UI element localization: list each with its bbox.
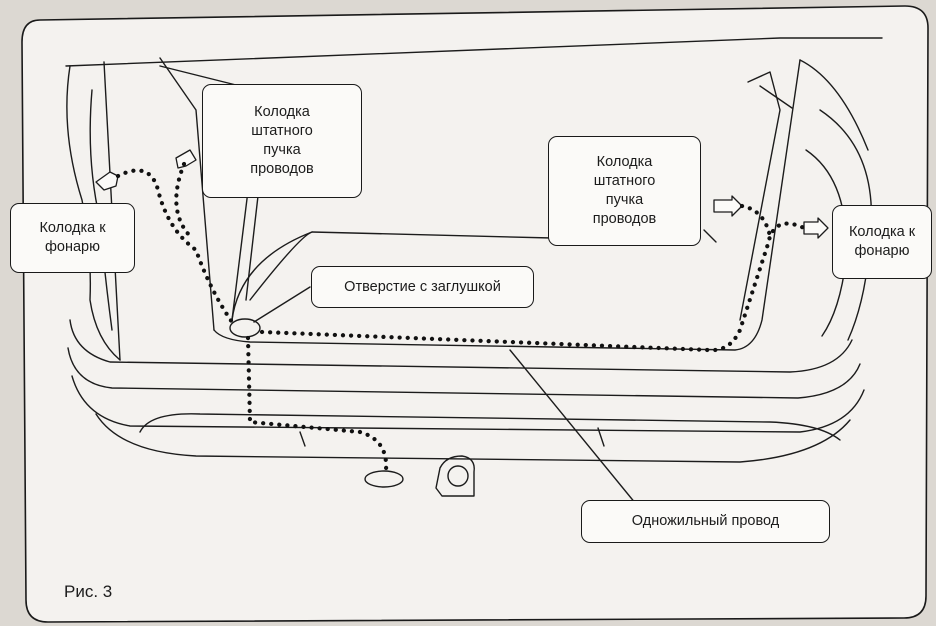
callout-harness-connector-left: Колодка штатного пучка проводов bbox=[202, 84, 362, 198]
callout-text: Колодка штатного пучка проводов bbox=[250, 104, 314, 177]
callout-text: Колодка к фонарю bbox=[39, 220, 106, 255]
wire-route-left-harness bbox=[174, 161, 193, 239]
bumper-line-3 bbox=[71, 375, 865, 433]
right-pillar bbox=[739, 71, 793, 321]
callout-text: Одножильный провод bbox=[631, 513, 780, 529]
liftgate-outline bbox=[65, 37, 883, 67]
left-lamp-connector-arrow bbox=[95, 171, 119, 191]
pointer-single-wire bbox=[509, 349, 637, 505]
callout-harness-connector-right: Колодка штатного пучка проводов bbox=[548, 136, 701, 246]
plugged-hole-ellipse bbox=[229, 318, 261, 338]
callout-lamp-connector-right: Колодка к фонарю bbox=[832, 205, 932, 279]
wire-route-down bbox=[245, 335, 389, 473]
figure-label: Рис. 3 bbox=[64, 582, 113, 601]
callout-single-core-wire: Одножильный провод bbox=[581, 500, 830, 543]
pointer-harness-left bbox=[245, 195, 259, 301]
lower-oval-hole bbox=[364, 470, 404, 488]
wire-route-trunk bbox=[259, 221, 807, 353]
callout-plugged-hole: Отверстие с заглушкой bbox=[311, 266, 534, 308]
callout-text: Колодка к фонарю bbox=[848, 224, 916, 259]
wire-route-right-harness bbox=[739, 203, 773, 239]
right-glass bbox=[799, 59, 869, 151]
callout-text: Отверстие с заглушкой bbox=[344, 278, 501, 295]
trunk-opening bbox=[213, 59, 801, 351]
bumper-notch-left bbox=[299, 431, 306, 447]
bumper-lower bbox=[95, 413, 851, 463]
bumper-top bbox=[69, 319, 853, 373]
trunk-left-wall bbox=[231, 231, 313, 321]
callout-text: Колодка штатного пучка проводов bbox=[592, 154, 657, 227]
pointer-plugged-hole bbox=[253, 286, 311, 323]
pointer-harness-right bbox=[703, 229, 717, 243]
bumper-notch-right bbox=[597, 427, 605, 447]
bumper-line-2 bbox=[67, 347, 861, 399]
sensor-ring bbox=[447, 465, 469, 487]
sensor-bracket bbox=[435, 455, 475, 497]
left-harness-connector-arrow bbox=[175, 149, 197, 169]
right-harness-connector-arrow bbox=[713, 195, 743, 217]
right-lamp-connector-arrow bbox=[803, 217, 829, 239]
bumper-insert bbox=[139, 413, 841, 441]
callout-lamp-connector-left: Колодка к фонарю bbox=[10, 203, 135, 273]
